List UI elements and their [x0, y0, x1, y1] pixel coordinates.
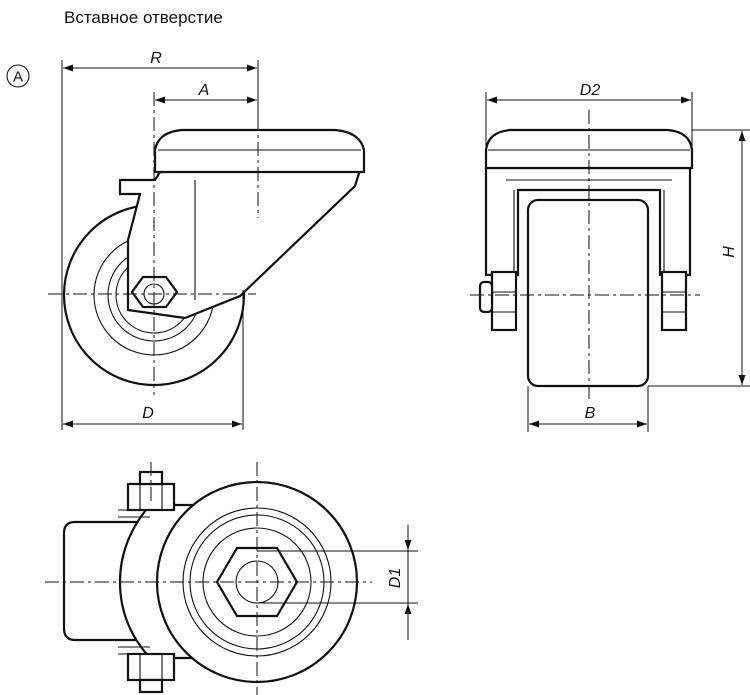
dimension-r-label: R: [150, 50, 162, 67]
axle-bolt-right: [660, 270, 688, 332]
nut-bottom: [126, 652, 176, 682]
dimension-h-label: H: [721, 246, 738, 258]
front-view: D2 H B: [470, 82, 750, 432]
view-marker-label: A: [13, 69, 23, 86]
dimension-d1-label: D1: [387, 568, 404, 588]
dimension-a-label: A: [198, 82, 210, 99]
dimension-d-label: D: [142, 405, 154, 422]
top-plate: [153, 128, 366, 174]
wheel-front: [526, 198, 650, 388]
side-view: R A D: [48, 50, 366, 430]
axle-bolt-left: [490, 270, 518, 332]
dimension-b-label: B: [585, 405, 596, 422]
bottom-view: D1: [45, 462, 418, 695]
fork-plate: [118, 168, 362, 320]
dimension-d2-label: D2: [580, 82, 601, 99]
view-marker: A: [6, 64, 30, 88]
drawing-caption: Вставное отверстие: [64, 8, 223, 27]
housing: [62, 520, 142, 642]
